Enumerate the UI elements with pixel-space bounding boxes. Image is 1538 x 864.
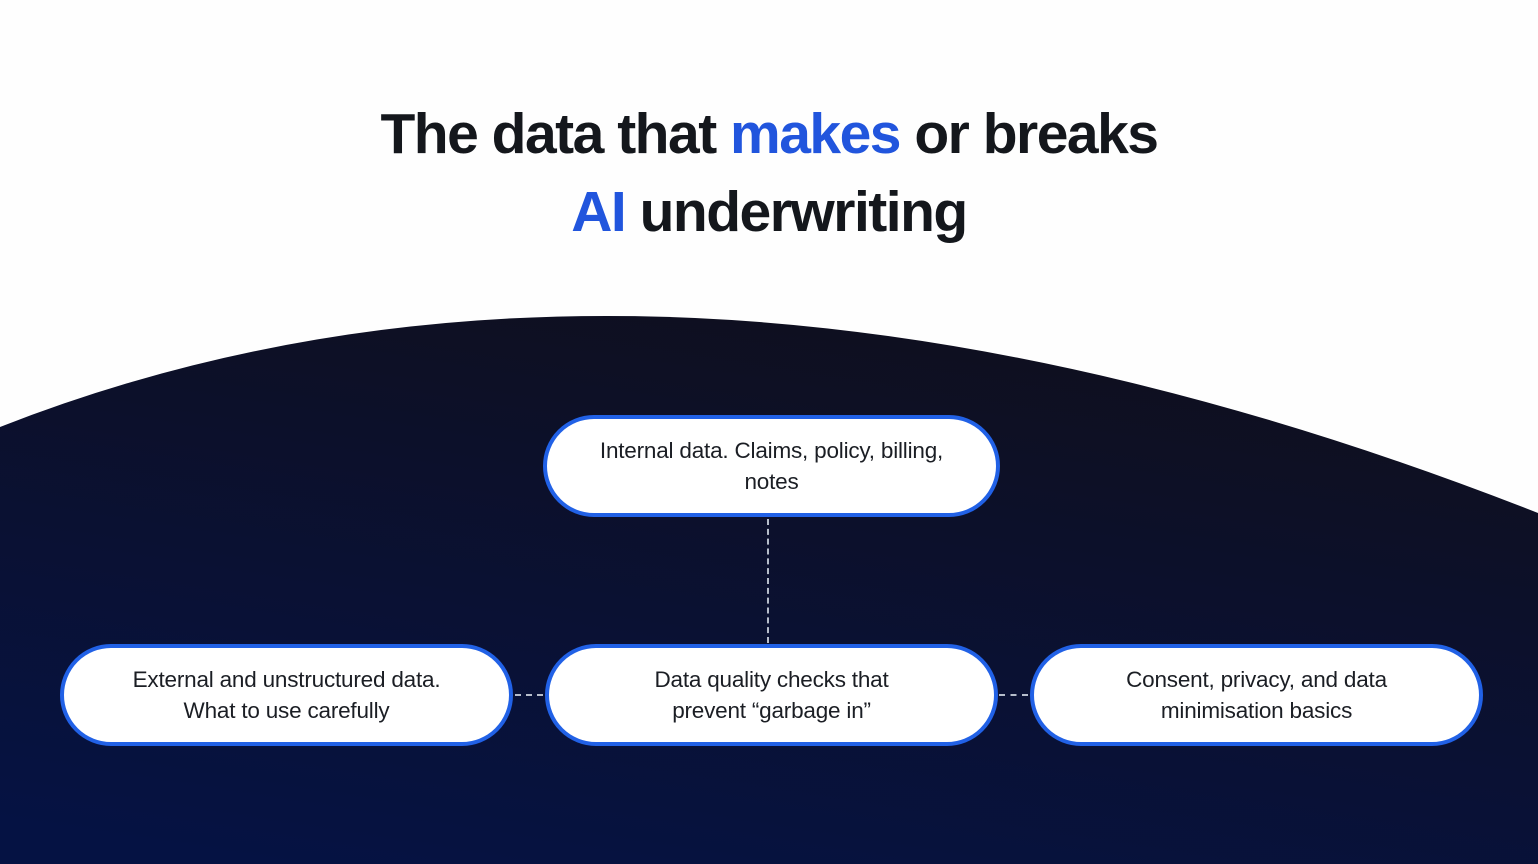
page-title-line-2: AI underwriting xyxy=(0,173,1538,251)
title-text: underwriting xyxy=(625,180,969,244)
connector-top-to-center xyxy=(767,519,769,643)
node-consent-privacy: Consent, privacy, and data minimisation … xyxy=(1030,644,1483,746)
page-title-line-1: The data that makes or breaks xyxy=(0,95,1538,173)
connector-left-to-center xyxy=(515,694,543,696)
node-data-quality: Data quality checks that prevent “garbag… xyxy=(545,644,998,746)
title-highlight-makes: makes xyxy=(730,102,902,166)
page-title: The data that makes or breaks AI underwr… xyxy=(0,95,1538,251)
connector-center-to-right xyxy=(999,694,1028,696)
node-internal-data: Internal data. Claims, policy, billing, … xyxy=(543,415,1000,517)
node-external-data-label: External and unstructured data. What to … xyxy=(132,667,441,723)
title-highlight-ai: AI xyxy=(571,180,627,244)
node-consent-privacy-label: Consent, privacy, and data minimisation … xyxy=(1126,667,1387,723)
node-internal-data-label: Internal data. Claims, policy, billing, … xyxy=(599,438,944,494)
title-text: or breaks xyxy=(900,102,1159,166)
node-data-quality-label: Data quality checks that prevent “garbag… xyxy=(654,667,889,723)
node-external-data: External and unstructured data. What to … xyxy=(60,644,513,746)
title-text: The data that xyxy=(380,102,731,166)
